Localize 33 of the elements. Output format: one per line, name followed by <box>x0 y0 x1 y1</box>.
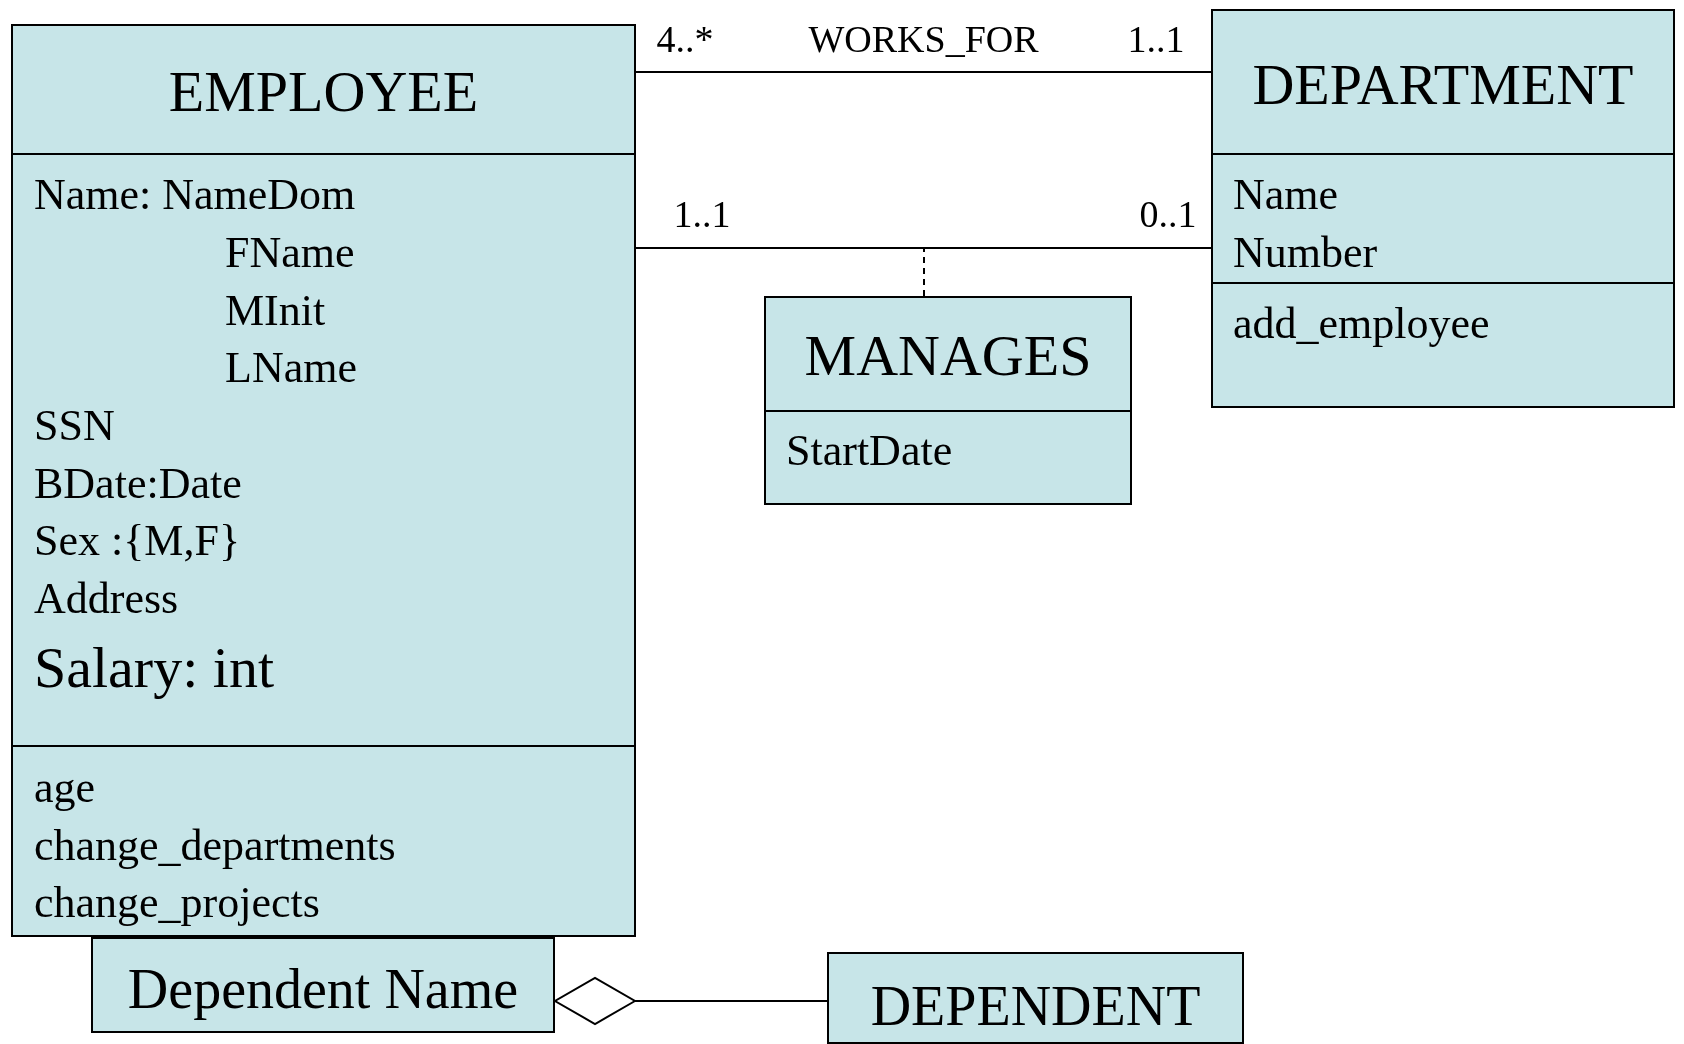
association-line <box>635 71 1212 73</box>
class-name: MANAGES <box>804 327 1092 385</box>
operation-text: age <box>34 766 96 810</box>
class-name: DEPARTMENT <box>1252 56 1634 114</box>
operation-text: add_employee <box>1233 302 1490 346</box>
attribute-text: Sex :{M,F} <box>34 519 241 563</box>
attribute-text: Number <box>1233 231 1378 275</box>
attribute-text: BDate:Date <box>34 462 242 506</box>
attribute-text: MInit <box>225 289 326 333</box>
aggregation-line <box>554 977 828 1025</box>
association-class-link <box>923 247 925 297</box>
class-box <box>1211 9 1675 408</box>
class-box <box>11 24 636 937</box>
class-box <box>91 937 555 1033</box>
class-box <box>764 296 1132 505</box>
attribute-text: FName <box>225 231 355 275</box>
operation-text: change_departments <box>34 824 396 868</box>
multiplicity-label: 1..1 <box>673 195 731 233</box>
class-box <box>827 952 1244 1044</box>
multiplicity-label: 0..1 <box>1139 195 1197 233</box>
attribute-text: Address <box>34 577 179 621</box>
attribute-text: Salary: int <box>34 639 274 697</box>
association-line <box>635 247 1212 249</box>
class-name: DEPENDENT <box>870 978 1201 1034</box>
attribute-text: StartDate <box>786 429 953 473</box>
attribute-text: SSN <box>34 404 115 448</box>
multiplicity-label: 4..* <box>656 20 714 58</box>
attribute-text: Name: NameDom <box>34 173 356 217</box>
attribute-text: LName <box>225 346 357 390</box>
attribute-text: Name <box>1233 173 1339 217</box>
class-name: EMPLOYEE <box>168 63 479 121</box>
operation-text: change_projects <box>34 881 320 925</box>
multiplicity-label: 1..1 <box>1127 20 1185 58</box>
